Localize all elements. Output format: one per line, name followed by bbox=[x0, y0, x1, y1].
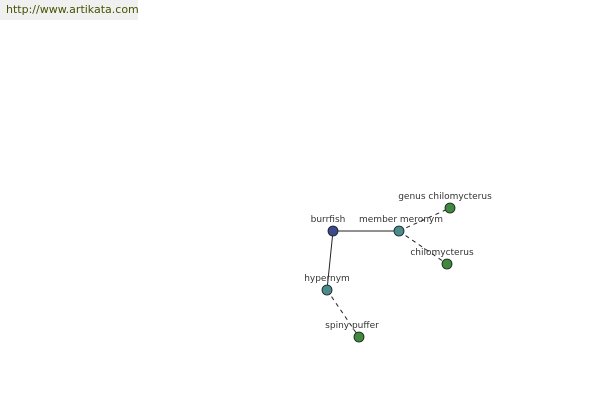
node-circle-genus-chilomycterus[interactable] bbox=[444, 202, 456, 214]
edge-member-meronym-to-genus-chilomycterus bbox=[398, 207, 451, 232]
node-label-chilomycterus: chilomycterus bbox=[410, 248, 474, 258]
node-circle-member-meronym[interactable] bbox=[393, 225, 405, 237]
edge-hypernym-to-spiny-puffer bbox=[326, 289, 360, 338]
node-spiny-puffer[interactable]: spiny puffer bbox=[325, 321, 379, 343]
node-label-genus-chilomycterus: genus chilomycterus bbox=[398, 192, 492, 202]
node-hypernym[interactable]: hypernym bbox=[304, 274, 350, 296]
site-url-link[interactable]: http://www.artikata.com bbox=[0, 0, 139, 20]
node-member-meronym[interactable]: member meronym bbox=[359, 215, 443, 237]
node-label-hypernym: hypernym bbox=[304, 274, 350, 284]
node-circle-chilomycterus[interactable] bbox=[441, 258, 453, 270]
node-label-member-meronym: member meronym bbox=[359, 215, 443, 225]
node-label-spiny-puffer: spiny puffer bbox=[325, 321, 379, 331]
edge-burrfish-to-hypernym bbox=[326, 230, 334, 291]
node-circle-burrfish[interactable] bbox=[327, 225, 339, 237]
node-circle-spiny-puffer[interactable] bbox=[353, 331, 365, 343]
edges-layer bbox=[326, 207, 451, 338]
edge-member-meronym-to-chilomycterus bbox=[398, 230, 448, 265]
node-label-burrfish: burrfish bbox=[311, 215, 346, 225]
nodes-layer: burrfish member meronym hypernym genus chil… bbox=[304, 192, 492, 343]
node-burrfish[interactable]: burrfish bbox=[311, 215, 346, 237]
node-chilomycterus[interactable]: chilomycterus bbox=[410, 248, 474, 270]
node-genus-chilomycterus[interactable]: genus chilomycterus bbox=[398, 192, 492, 214]
node-circle-hypernym[interactable] bbox=[321, 284, 333, 296]
